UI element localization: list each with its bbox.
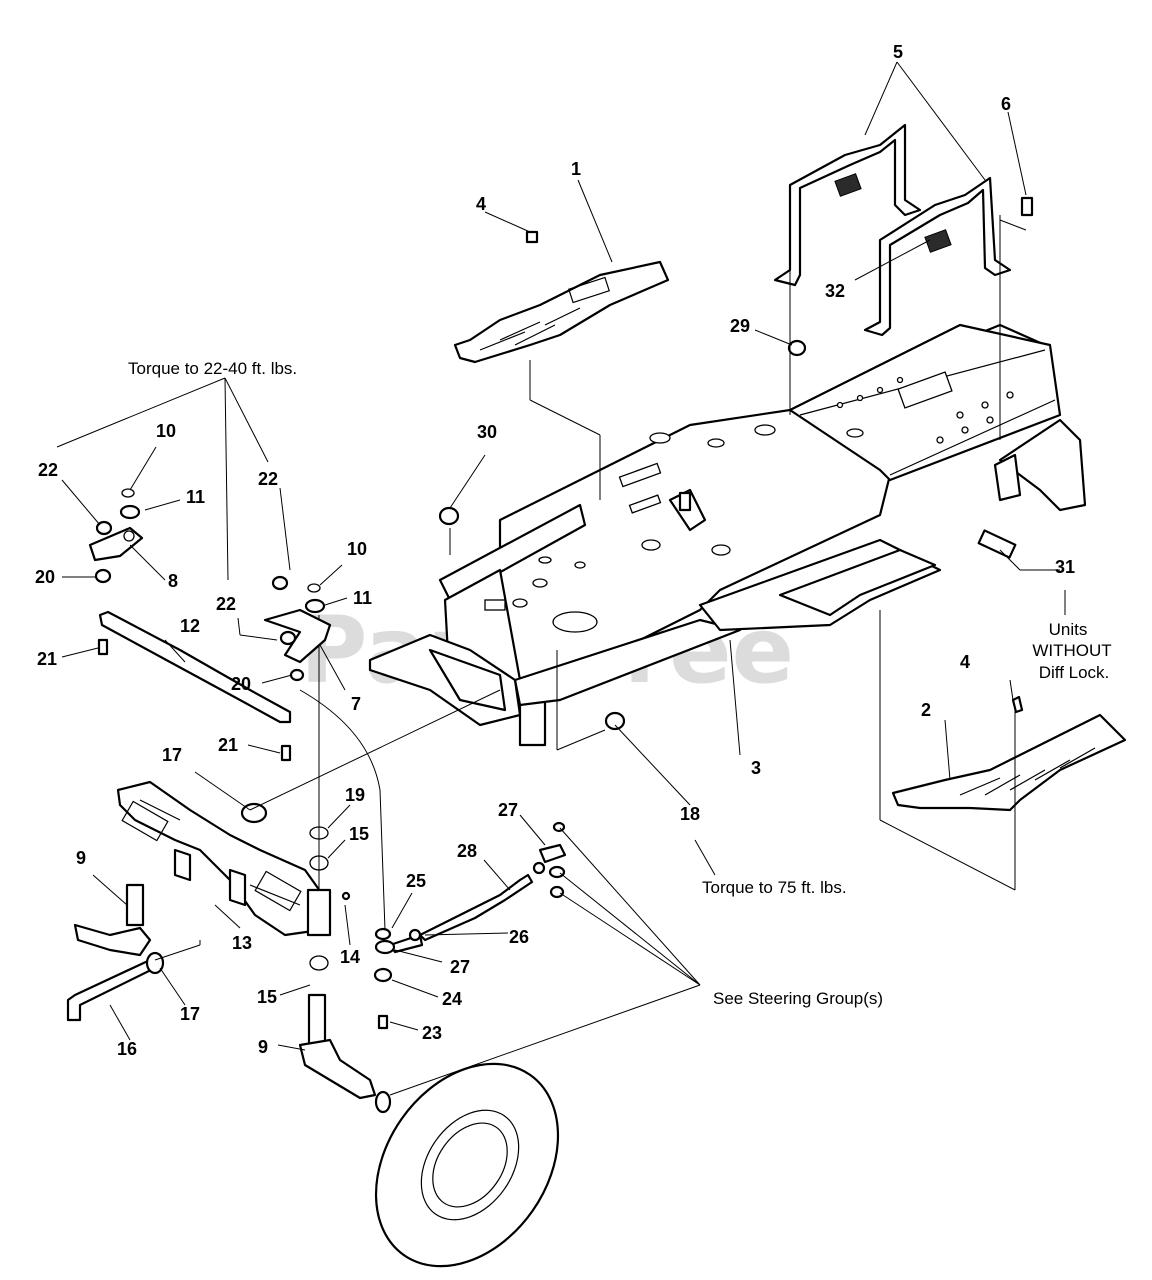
callout-labels: 1 2 3 4 4 5 6 7 8 9 9 10 10 11 11 12 13 … — [35, 42, 1075, 1059]
callout-21-right: 21 — [218, 735, 238, 755]
footrest-left — [453, 260, 670, 364]
callout-31: 31 — [1055, 557, 1075, 577]
callout-7: 7 — [351, 694, 361, 714]
callout-18: 18 — [680, 804, 700, 824]
spindle-lower — [298, 993, 377, 1100]
callout-25: 25 — [406, 871, 426, 891]
callout-28: 28 — [457, 841, 477, 861]
pivot-tube — [306, 615, 332, 971]
callout-20-right: 20 — [231, 674, 251, 694]
seat-bracket-pair — [773, 123, 1012, 337]
callout-11-right: 11 — [353, 588, 372, 608]
callout-10-right: 10 — [347, 539, 367, 559]
callout-14: 14 — [340, 947, 360, 967]
steering-arm-left — [88, 526, 144, 562]
callout-12: 12 — [180, 616, 200, 636]
note-units-line3: Diff Lock. — [1039, 663, 1110, 682]
footrest-right — [891, 713, 1127, 812]
callout-24: 24 — [442, 989, 462, 1009]
steering-arm-right — [263, 608, 332, 664]
callout-15-lower: 15 — [257, 987, 277, 1007]
callout-29: 29 — [730, 316, 750, 336]
callout-11-left: 11 — [186, 487, 205, 507]
callout-4-top: 4 — [476, 194, 486, 214]
main-frame — [368, 323, 1087, 747]
callout-1: 1 — [571, 159, 581, 179]
callout-8: 8 — [168, 571, 178, 591]
tie-rod — [98, 610, 292, 724]
front-tire — [374, 1062, 560, 1268]
callout-26: 26 — [509, 927, 529, 947]
note-units-line2: WITHOUT — [1032, 641, 1111, 660]
hardware — [94, 196, 1034, 1030]
callout-20-left: 20 — [35, 567, 55, 587]
spindle-left — [73, 883, 152, 957]
callout-21-left: 21 — [37, 649, 57, 669]
callout-10-left: 10 — [156, 421, 176, 441]
note-torque-75: Torque to 75 ft. lbs. — [702, 878, 847, 897]
callout-27-upper: 27 — [498, 800, 518, 820]
callout-17-upper: 17 — [162, 745, 182, 765]
note-see-steering: See Steering Group(s) — [713, 989, 883, 1008]
callout-9-lower: 9 — [258, 1037, 268, 1057]
callout-23: 23 — [422, 1023, 442, 1043]
callout-19: 19 — [345, 785, 365, 805]
callout-3: 3 — [751, 758, 761, 778]
note-torque-22-40: Torque to 22-40 ft. lbs. — [128, 359, 297, 378]
leader-lines — [56, 61, 1066, 1096]
callout-22-mid: 22 — [216, 594, 236, 614]
notes: Torque to 22-40 ft. lbs. Torque to 75 ft… — [128, 359, 1112, 1008]
front-axle — [116, 780, 332, 937]
callout-16: 16 — [117, 1039, 137, 1059]
callout-30: 30 — [477, 422, 497, 442]
callout-6: 6 — [1001, 94, 1011, 114]
callout-27-lower: 27 — [450, 957, 470, 977]
callout-4-right: 4 — [960, 652, 970, 672]
callout-22-right: 22 — [258, 469, 278, 489]
callout-13: 13 — [232, 933, 252, 953]
callout-32: 32 — [825, 281, 845, 301]
callout-15-upper: 15 — [349, 824, 369, 844]
callout-17-lower: 17 — [180, 1004, 200, 1024]
callout-9-left: 9 — [76, 848, 86, 868]
callout-2: 2 — [921, 700, 931, 720]
callout-5: 5 — [893, 42, 903, 62]
kingpin-bolt — [66, 958, 157, 1022]
note-units-line1: Units — [1049, 620, 1088, 639]
callout-22-left: 22 — [38, 460, 58, 480]
